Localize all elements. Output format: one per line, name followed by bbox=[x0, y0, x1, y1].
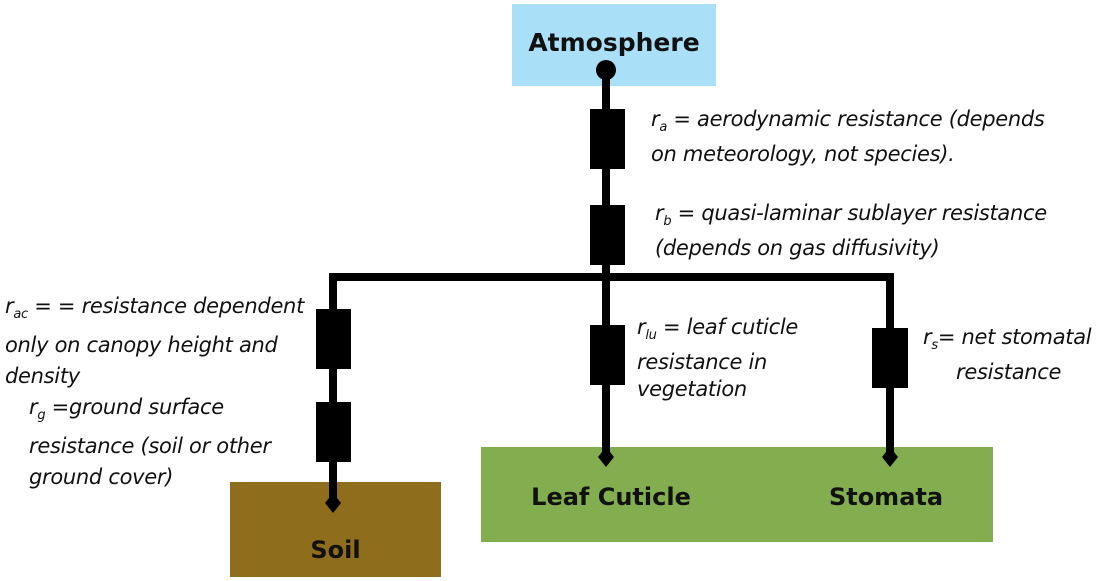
rb-symbol: r bbox=[655, 201, 664, 225]
resistor-rg bbox=[316, 402, 351, 462]
rg-line-2: resistance (soil or other bbox=[29, 434, 271, 458]
ra-line-2: on meteorology, not species). bbox=[651, 142, 955, 166]
rg-line-1: =ground surface bbox=[45, 395, 224, 419]
resistor-ra bbox=[590, 109, 625, 169]
ra-symbol: r bbox=[651, 107, 660, 131]
resistor-rb bbox=[590, 205, 625, 265]
leaf-cuticle-terminal-icon bbox=[598, 447, 614, 467]
rlu-line-2: resistance in bbox=[637, 350, 768, 374]
rac-line-2: only on canopy height and bbox=[5, 333, 278, 357]
resistor-rs bbox=[872, 328, 908, 388]
rs-subscript: s bbox=[931, 338, 938, 353]
vegetation-node: Leaf Cuticle Stomata bbox=[481, 447, 993, 542]
rb-line-2: (depends on gas diffusivity) bbox=[655, 236, 940, 260]
rlu-line-1: = leaf cuticle bbox=[656, 315, 798, 339]
rs-symbol: r bbox=[923, 325, 932, 349]
soil-label: Soil bbox=[310, 535, 361, 564]
rlu-line-3: vegetation bbox=[637, 377, 747, 401]
rlu-description: rlu = leaf cuticle resistance in vegetat… bbox=[637, 314, 798, 403]
rac-subscript: ac bbox=[13, 307, 28, 322]
rg-line-3: ground cover) bbox=[29, 465, 174, 489]
ra-description: ra = aerodynamic resistance (depends on … bbox=[651, 106, 1045, 168]
leaf-cuticle-label: Leaf Cuticle bbox=[531, 483, 691, 511]
resistor-rac bbox=[316, 309, 351, 369]
ra-line-1: = aerodynamic resistance (depends bbox=[667, 107, 1045, 131]
rb-description: rb = quasi-laminar sublayer resistance (… bbox=[655, 200, 1047, 262]
rac-description: rac = = resistance dependent only on can… bbox=[5, 291, 304, 392]
rg-symbol: r bbox=[29, 395, 38, 419]
ra-subscript: a bbox=[659, 120, 668, 135]
rb-subscript: b bbox=[663, 214, 672, 229]
rs-line-2: resistance bbox=[956, 360, 1062, 384]
rac-symbol: r bbox=[5, 294, 14, 318]
rg-description: rg =ground surface resistance (soil or o… bbox=[29, 392, 271, 493]
rs-description: rs= net stomatal resistance bbox=[923, 324, 1092, 386]
rb-line-1: = quasi-laminar sublayer resistance bbox=[671, 201, 1048, 225]
rg-subscript: g bbox=[37, 408, 46, 423]
rs-line-1: = net stomatal bbox=[937, 325, 1092, 349]
atmosphere-label: Atmosphere bbox=[528, 27, 700, 57]
rlu-subscript: lu bbox=[645, 328, 657, 343]
rlu-symbol: r bbox=[637, 315, 646, 339]
soil-node: Soil bbox=[230, 482, 441, 577]
stomata-terminal-icon bbox=[882, 447, 898, 467]
atmosphere-connector-dot bbox=[596, 60, 616, 80]
resistor-rlu bbox=[590, 325, 625, 385]
stomata-label: Stomata bbox=[828, 483, 944, 511]
soil-terminal-icon bbox=[325, 493, 341, 513]
rac-line-1: = = resistance dependent bbox=[27, 294, 305, 318]
rac-line-3: density bbox=[5, 364, 80, 388]
